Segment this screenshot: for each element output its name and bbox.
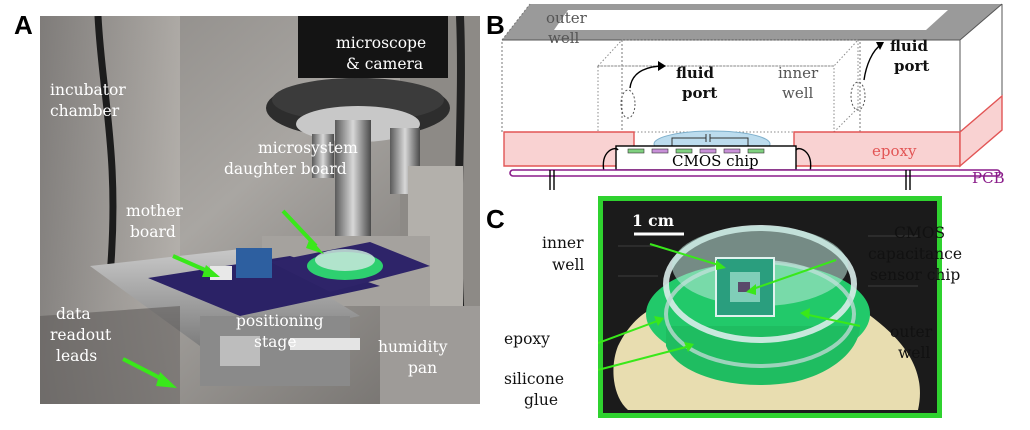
lab-setup-photo: incubator chamber microscope & camera mi… [40, 16, 480, 404]
label-outer-line2: well [548, 29, 580, 47]
label-outer-well-line2: well [898, 344, 930, 362]
label-fluid-right-line1: fluid [890, 37, 929, 55]
label-data-line2: readout [50, 326, 112, 344]
label-epoxy: epoxy [504, 330, 550, 348]
label-outer-well-line1: outer [890, 323, 933, 341]
label-fluid-left-line1: fluid [676, 64, 715, 82]
device-photo: 1 cm [598, 196, 942, 418]
label-silicone-line1: silicone [504, 370, 564, 388]
label-epoxy: epoxy [872, 142, 917, 160]
panel-letter-b: B [486, 10, 505, 40]
label-humidity-line2: pan [408, 359, 437, 377]
label-scale-bar: 1 cm [632, 211, 675, 230]
label-mother-line1: mother [126, 202, 183, 220]
label-cmos-line2: capacitance [868, 245, 962, 263]
well-schematic-diagram: outer well fluid port inner well fluid p… [501, 3, 1005, 190]
label-inner-well-line2: well [552, 256, 584, 274]
label-inner-line1: inner [778, 64, 819, 82]
label-microscope-line1: microscope [336, 34, 426, 52]
label-fluid-left-line2: port [682, 84, 717, 102]
label-cmos-line1: CMOS [894, 224, 945, 242]
label-pcb: PCB [972, 169, 1005, 187]
label-cmos-chip: CMOS chip [672, 152, 759, 170]
label-cmos-line3: sensor chip [870, 266, 960, 284]
label-inner-line2: well [782, 84, 814, 102]
label-data-line1: data [56, 305, 91, 323]
label-fluid-right-line2: port [894, 57, 929, 75]
label-microsystem-line1: microsystem [258, 139, 358, 157]
label-incubator-line1: incubator [50, 81, 126, 99]
pcb-board [509, 169, 1001, 177]
label-outer-line1: outer [546, 9, 588, 27]
label-positioning-line2: stage [254, 333, 297, 351]
label-microscope-line2: & camera [346, 55, 423, 73]
label-mother-line2: board [130, 223, 176, 241]
label-silicone-line2: glue [524, 391, 558, 409]
label-microsystem-line2: daughter board [224, 160, 347, 178]
label-positioning-line1: positioning [236, 312, 324, 330]
label-inner-well-line1: inner [542, 234, 584, 252]
label-humidity-line1: humidity [378, 338, 448, 356]
panel-c-labels: inner well CMOS capacitance sensor chip … [504, 224, 962, 409]
panel-letter-c: C [486, 204, 505, 234]
label-data-line3: leads [56, 347, 97, 365]
panel-letter-a: A [14, 10, 33, 40]
label-incubator-line2: chamber [50, 102, 120, 120]
